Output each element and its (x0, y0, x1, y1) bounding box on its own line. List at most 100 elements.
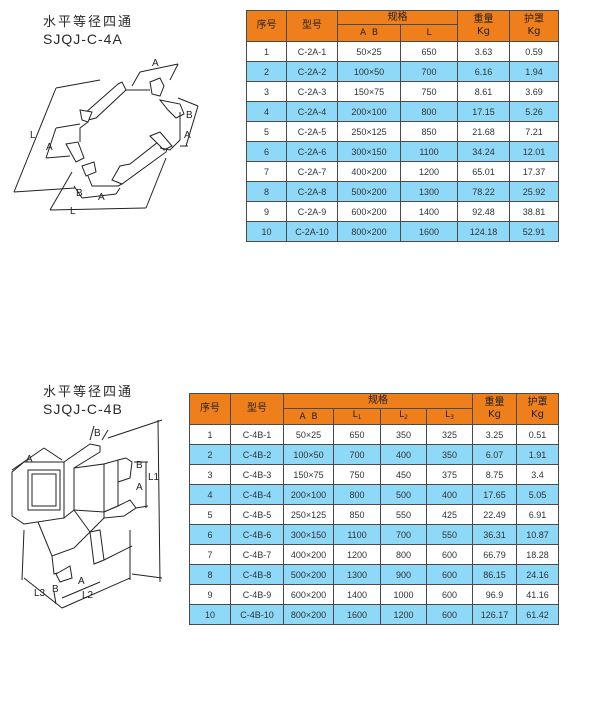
cell-weight: 21.68 (457, 121, 510, 142)
cell-model: C-2A-5 (286, 121, 338, 142)
cell-weight: 65.01 (457, 161, 510, 182)
cell-l1: 1400 (333, 584, 381, 605)
header-model: 型号 (286, 10, 338, 42)
cell-ab: 500×200 (337, 181, 401, 202)
table-row: 5 C-2A-5 250×125 850 21.68 7.21 (246, 121, 559, 142)
header-cover-label: 护罩 (527, 397, 548, 408)
cell-no: 7 (246, 161, 287, 182)
table-row: 3 C-2A-3 150×75 750 8.61 3.69 (246, 81, 559, 102)
table-row: 7 C-2A-7 400×200 1200 65.01 17.37 (246, 161, 559, 182)
cell-model: C-2A-2 (286, 61, 338, 82)
header-cover: 护罩 Kg (516, 393, 559, 425)
cell-l1: 1600 (333, 604, 381, 625)
dim-label-l3: L3 (34, 588, 46, 599)
cell-l2: 350 (380, 424, 427, 445)
cell-l: 1300 (400, 181, 458, 202)
section-a-cross-tee-drawing: A B A L A B A L (13, 58, 199, 217)
dim-label-l-bottom: L (70, 206, 76, 217)
dim-label-b-bottom: B (76, 188, 83, 199)
dim-label-l1: L1 (148, 472, 160, 483)
table-row: 10 C-4B-10 800×200 1600 1200 600 126.17 … (189, 604, 559, 625)
cell-l1: 850 (333, 504, 381, 525)
header-spec: 规格 (337, 10, 458, 25)
header-weight: 重量 Kg (472, 393, 517, 425)
dim-label-b-top: B (94, 428, 101, 439)
cell-ab: 600×200 (337, 201, 401, 222)
table-row: 2 C-2A-2 100×50 700 6.16 1.94 (246, 61, 559, 82)
cell-no: 8 (189, 564, 231, 585)
cell-model: C-4B-3 (230, 464, 284, 485)
cell-l2: 800 (380, 544, 427, 565)
cell-l: 800 (400, 101, 458, 122)
dim-label-l2: L2 (82, 590, 94, 601)
cell-weight: 6.07 (472, 444, 517, 465)
dim-label-b-right: B (136, 460, 143, 471)
header-spec: 规格 (283, 393, 473, 409)
cell-no: 10 (189, 604, 231, 625)
cell-weight: 92.48 (457, 201, 510, 222)
cell-model: C-4B-7 (230, 544, 284, 565)
dim-label-a-left: A (46, 142, 53, 153)
cell-cover: 25.92 (509, 181, 559, 202)
cell-weight: 6.16 (457, 61, 510, 82)
cell-cover: 24.16 (516, 564, 559, 585)
cell-l1: 700 (333, 444, 381, 465)
cell-weight: 126.17 (472, 604, 517, 625)
cell-cover: 3.69 (509, 81, 559, 102)
cell-weight: 96.9 (472, 584, 517, 605)
header-weight-unit: Kg (488, 409, 501, 420)
cell-model: C-4B-4 (230, 484, 284, 505)
section-b-title-cn: 水平等径四通 (43, 385, 134, 400)
header-cover-unit: Kg (527, 26, 541, 37)
dim-label-b-right: B (186, 110, 193, 121)
header-weight-label: 重量 (473, 14, 494, 25)
cell-l3: 350 (426, 444, 473, 465)
cell-l2: 450 (380, 464, 427, 485)
cell-model: C-2A-10 (286, 221, 338, 242)
cell-l3: 425 (426, 504, 473, 525)
section-b-cross-tee-drawing: A B B A L1 L3 B A L2 (11, 419, 163, 609)
cell-weight: 36.31 (472, 524, 517, 545)
cell-l1: 1300 (333, 564, 381, 585)
table-row: 4 C-2A-4 200×100 800 17.15 5.26 (246, 101, 559, 122)
cell-model: C-2A-8 (286, 181, 338, 202)
cell-l3: 600 (426, 604, 473, 625)
cell-l3: 375 (426, 464, 473, 485)
cell-no: 3 (189, 464, 231, 485)
cell-no: 8 (246, 181, 287, 202)
cell-no: 3 (246, 81, 287, 102)
cell-ab: 150×75 (283, 464, 334, 485)
cell-cover: 5.26 (509, 101, 559, 122)
cell-cover: 17.37 (509, 161, 559, 182)
cell-no: 2 (189, 444, 231, 465)
cell-ab: 150×75 (337, 81, 401, 102)
cell-cover: 10.87 (516, 524, 559, 545)
cell-l: 1100 (400, 141, 458, 162)
cell-ab: 600×200 (283, 584, 334, 605)
cell-no: 2 (246, 61, 287, 82)
dim-label-l-left: L (30, 130, 36, 141)
table-row: 3 C-4B-3 150×75 750 450 375 8.75 3.4 (189, 464, 559, 485)
cell-l2: 900 (380, 564, 427, 585)
cell-l1: 1100 (333, 524, 381, 545)
cell-l2: 1200 (380, 604, 427, 625)
header-cover-unit: Kg (531, 409, 544, 420)
cell-cover: 0.51 (516, 424, 559, 445)
cell-model: C-2A-4 (286, 101, 338, 122)
cell-ab: 50×25 (337, 41, 401, 62)
dim-label-a-top: A (26, 454, 33, 465)
header-spec-ab: A B (337, 24, 401, 42)
cell-l: 750 (400, 81, 458, 102)
cell-model: C-4B-6 (230, 524, 284, 545)
cell-no: 9 (246, 201, 287, 222)
section-b-title-code: SJQJ-C-4B (43, 401, 123, 417)
table-row: 9 C-4B-9 600×200 1400 1000 600 96.9 41.1… (189, 584, 559, 605)
cell-ab: 200×100 (283, 484, 334, 505)
table-row: 7 C-4B-7 400×200 1200 800 600 66.79 18.2… (189, 544, 559, 565)
cell-l3: 600 (426, 544, 473, 565)
dim-label-a-bottom: A (78, 576, 85, 587)
cell-l: 1200 (400, 161, 458, 182)
cell-l2: 500 (380, 484, 427, 505)
cell-cover: 41.16 (516, 584, 559, 605)
cell-no: 5 (189, 504, 231, 525)
